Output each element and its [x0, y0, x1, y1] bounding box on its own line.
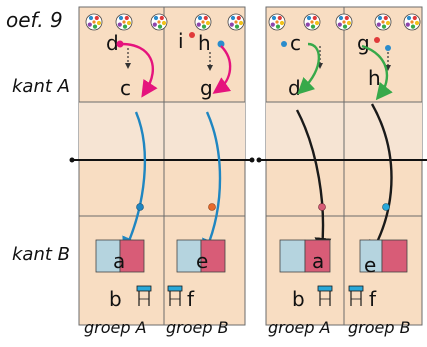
group-label: groep A: [84, 318, 147, 337]
letter-b-right: b: [292, 287, 305, 311]
group-label: groep B: [348, 318, 411, 337]
side-label-a: kant A: [12, 76, 70, 97]
letter-g-left: g: [200, 76, 213, 100]
letter-i-left: i: [178, 29, 184, 53]
letter-d-right: d: [288, 76, 301, 100]
letter-h-right: h: [368, 66, 381, 90]
side-label-b: kant B: [12, 244, 70, 265]
letter-g-right: g: [357, 31, 370, 55]
group-label: groep B: [166, 318, 229, 337]
letter-e-left: e: [196, 249, 208, 273]
letter-a-left: a: [113, 249, 125, 273]
letter-c-right: c: [290, 31, 301, 55]
letter-f-right: f: [369, 287, 377, 311]
exercise-label: oef. 9: [6, 8, 63, 32]
letter-f-left: f: [187, 287, 195, 311]
group-label: groep A: [268, 318, 331, 337]
letter-e-right: e: [364, 253, 376, 277]
letter-a-right: a: [312, 249, 324, 273]
letter-h-left: h: [198, 31, 211, 55]
letter-c-left: c: [120, 76, 131, 100]
letter-b-left: b: [109, 287, 122, 311]
